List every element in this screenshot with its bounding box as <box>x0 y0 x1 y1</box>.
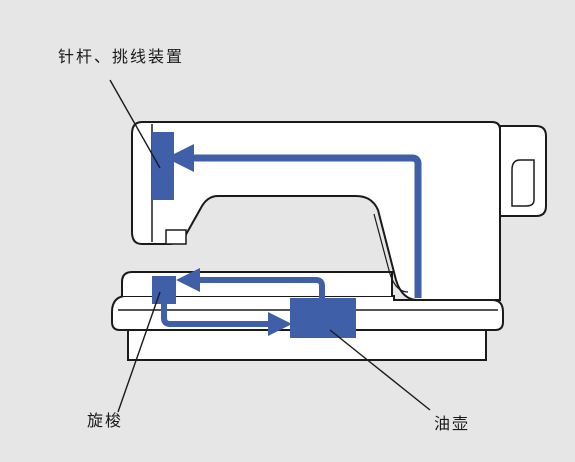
oil-flow-path <box>161 144 422 336</box>
oil-pot-label: 油壶 <box>434 414 471 433</box>
arrow-to-needle-bar <box>166 144 422 298</box>
rotary-hook-label: 旋梭 <box>87 411 124 430</box>
rotary-hook-block <box>152 276 176 304</box>
leader-oil-pot <box>329 329 431 411</box>
leader-needle-bar <box>109 79 161 169</box>
needle-bar-block <box>152 132 174 200</box>
arrow-to-oil-pot <box>161 300 292 336</box>
oil-pot-block <box>290 298 356 338</box>
arrow-to-rotary-hook <box>176 268 325 300</box>
leader-rotary-hook <box>117 291 161 413</box>
needle-bar-label: 针杆、挑线装置 <box>58 47 185 66</box>
